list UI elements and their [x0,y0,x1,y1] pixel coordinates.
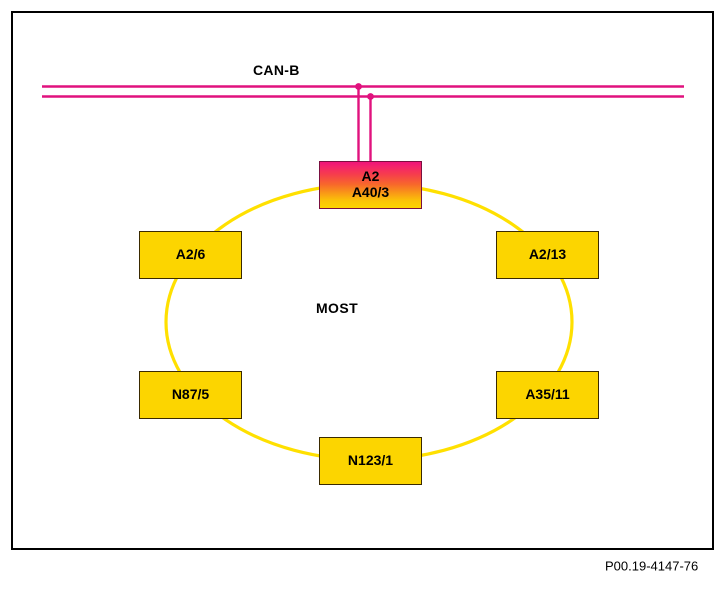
node-label-line-1: N87/5 [171,386,210,403]
node-label-line-1: A35/11 [525,386,570,403]
node-label-line-1: A2/6 [175,246,206,263]
figure-reference-code: P00.19-4147-76 [605,558,699,574]
node-a2-6[interactable]: A2/6 [139,231,242,279]
node-label-line-1: N123/1 [347,452,394,469]
node-label-line-2: A40/3 [351,184,390,200]
can-b-bus-label: CAN-B [253,62,300,78]
node-label-line-1: A2 [361,168,380,185]
node-label-line-1: A2/13 [528,246,567,263]
node-a35-11[interactable]: A35/11 [496,371,599,419]
node-a2-13[interactable]: A2/13 [496,231,599,279]
node-a2-a40-3[interactable]: A2 A40/3 [319,161,422,209]
node-n87-5[interactable]: N87/5 [139,371,242,419]
most-ring-label: MOST [315,300,359,316]
node-n123-1[interactable]: N123/1 [319,437,422,485]
